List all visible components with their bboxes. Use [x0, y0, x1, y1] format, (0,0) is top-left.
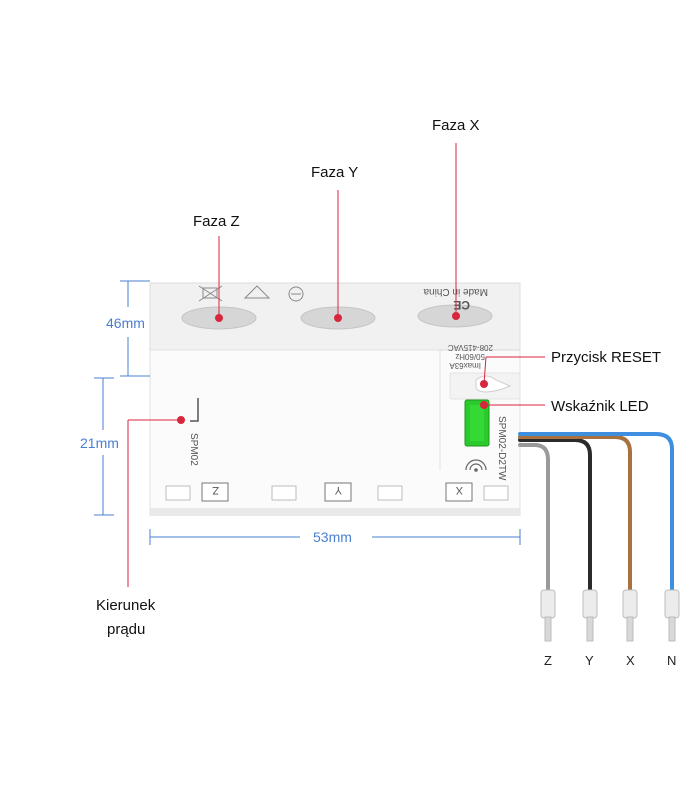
- warning-triangle-icon: [243, 285, 271, 299]
- model-short-label: SPM02: [188, 433, 199, 466]
- wire-y: [518, 438, 592, 594]
- ferrule-pins: [544, 616, 676, 642]
- terminal-z-label: Z: [212, 484, 219, 496]
- dimension-side-height: 21mm: [80, 435, 119, 451]
- certification-mark-icon: [288, 286, 304, 302]
- no-dispose-icon: [198, 285, 223, 302]
- slot: [165, 485, 191, 501]
- label-current-direction-2: prądu: [107, 621, 145, 638]
- wire-label-x: X: [626, 653, 635, 668]
- wire-label-z: Z: [544, 653, 552, 668]
- terminal-z-box: [201, 482, 229, 502]
- svg-text:50/60Hz: 50/60Hz: [455, 352, 485, 361]
- svg-text:208-415VAC: 208-415VAC: [448, 343, 493, 352]
- ferrule: [622, 589, 638, 619]
- dimension-lines: [94, 280, 521, 545]
- top-symbols: [198, 285, 304, 302]
- wire-ferrules: [540, 589, 680, 619]
- svg-text:CE: CE: [453, 298, 470, 312]
- slot: [377, 485, 403, 501]
- wire-z: [518, 443, 550, 594]
- rating-lines: 208-415VAC 50/60Hz Imax63A: [448, 343, 493, 370]
- model-full-label: SPM02-D2TW: [496, 416, 507, 481]
- ferrule: [582, 589, 598, 619]
- ferrule: [540, 589, 556, 619]
- terminal-row: Z Y X: [165, 482, 509, 502]
- terminal-x-label: X: [455, 484, 463, 496]
- slot: [271, 485, 297, 501]
- slot: [483, 485, 509, 501]
- label-current-direction-1: Kierunek: [96, 597, 156, 614]
- wire-label-y: Y: [585, 653, 594, 668]
- label-reset-button: Przycisk RESET: [551, 349, 661, 366]
- label-phase-y: Faza Y: [311, 164, 358, 181]
- svg-text:Imax63A: Imax63A: [449, 361, 481, 370]
- label-phase-x: Faza X: [432, 117, 480, 134]
- dimension-width: 53mm: [313, 529, 352, 545]
- wires: [518, 432, 674, 594]
- wire-label-n: N: [667, 653, 676, 668]
- label-phase-z: Faza Z: [193, 213, 240, 230]
- wire-x: [518, 435, 632, 594]
- dimension-top-height: 46mm: [106, 315, 145, 331]
- ferrule: [664, 589, 680, 619]
- wire-n: [518, 432, 674, 594]
- label-led-indicator: Wskaźnik LED: [551, 398, 649, 415]
- terminal-y-label: Y: [334, 484, 342, 496]
- wifi-icon: [465, 459, 487, 472]
- terminal-y-box: [324, 482, 352, 502]
- current-direction-arrow-icon: [190, 398, 199, 422]
- callouts: [127, 143, 545, 587]
- terminal-x-box: [445, 482, 473, 502]
